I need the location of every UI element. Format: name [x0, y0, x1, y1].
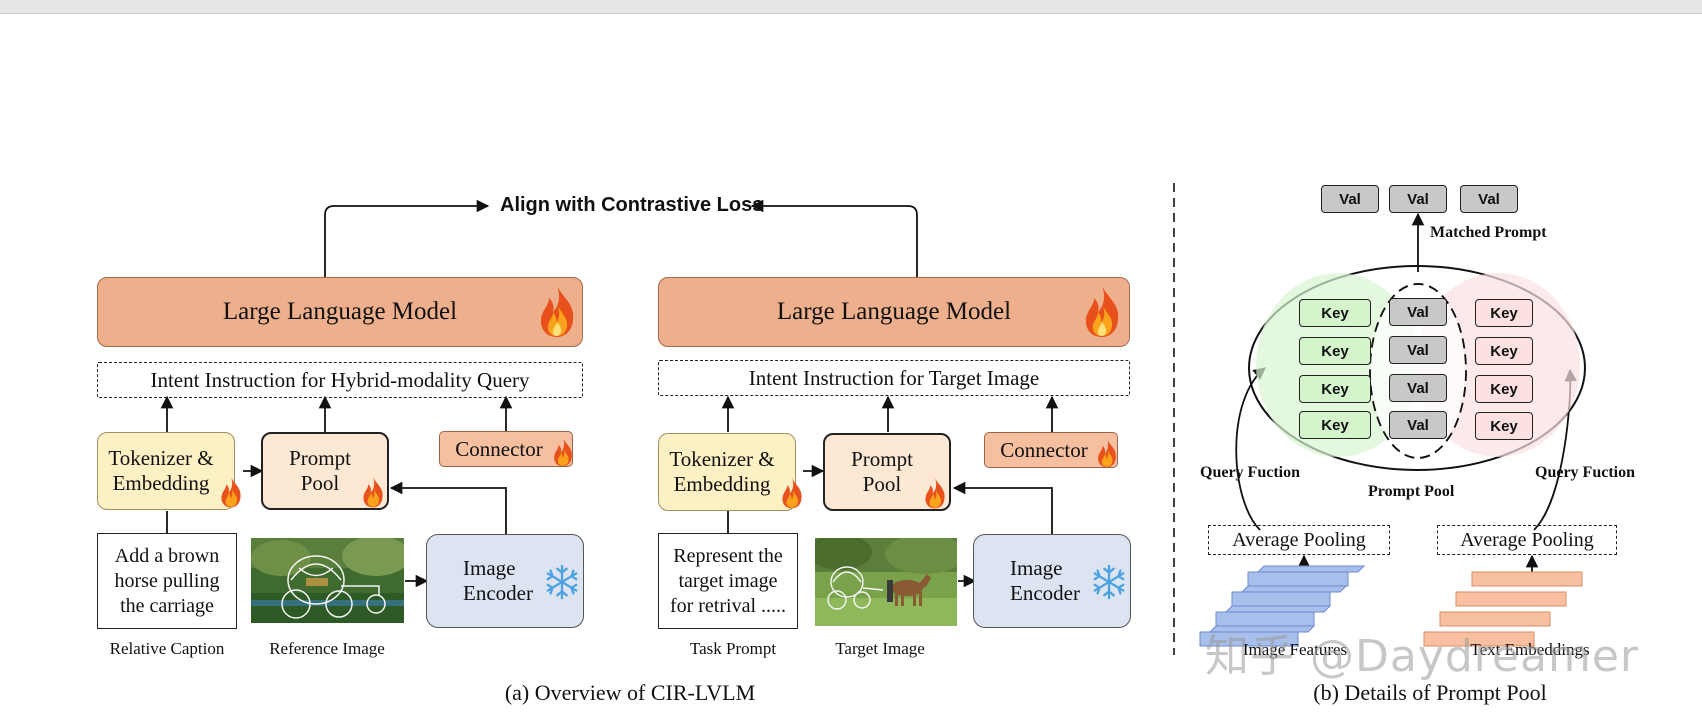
avg-pooling-right: Average Pooling: [1437, 525, 1617, 555]
left-llm-label: Large Language Model: [222, 298, 458, 325]
left-prompt-pool-block: Prompt Pool: [261, 432, 389, 510]
left-encoder-line2: Encoder: [463, 581, 533, 605]
left-intent-label: Intent Instruction for Hybrid-modality Q…: [150, 367, 530, 392]
key-red-2: Key: [1475, 337, 1533, 365]
fire-icon: [221, 477, 241, 508]
left-encoder-line1: Image: [463, 555, 516, 580]
text-embeddings-label: Text Embeddings: [1470, 640, 1590, 659]
window-top-strip: [0, 0, 1702, 14]
key-green-4: Key: [1299, 411, 1371, 439]
key-green-3: Key: [1299, 375, 1371, 403]
left-llm-block: Large Language Model: [97, 277, 583, 347]
right-tokenizer-block: Tokenizer & Embedding: [658, 433, 796, 511]
query-function-right: Query Fuction: [1535, 464, 1635, 481]
key-red-1: Key: [1475, 299, 1533, 327]
fire-icon: [554, 438, 572, 467]
left-caption-line3: the carriage: [120, 594, 214, 617]
target-image: [815, 538, 957, 626]
right-caption-line1: Represent the: [673, 544, 783, 567]
prompt-pool-label: Prompt Pool: [1368, 483, 1455, 500]
left-image-encoder-block: Image Encoder: [426, 534, 584, 628]
watermark: 知乎 @Daydreamer: [1205, 631, 1639, 682]
top-val-1: Val: [1321, 185, 1379, 213]
left-relative-caption-box: Add a brown horse pulling the carriage: [97, 533, 237, 629]
right-connector-block: Connector: [984, 432, 1118, 468]
right-connector-label: Connector: [1000, 437, 1088, 462]
right-caption-line3: for retrival .....: [669, 594, 787, 617]
avg-pooling-left-label: Average Pooling: [1232, 528, 1366, 551]
val-mid-4: Val: [1389, 411, 1447, 439]
left-tokenizer-line2: Embedding: [112, 471, 210, 495]
caption-b: (b) Details of Prompt Pool: [1313, 680, 1547, 705]
key-red-3: Key: [1475, 375, 1533, 403]
left-tokenizer-line1: Tokenizer &: [108, 445, 214, 470]
right-pool-line2: Pool: [862, 472, 902, 496]
target-image-label: Target Image: [835, 639, 925, 658]
left-pool-line2: Pool: [300, 471, 340, 495]
left-connector-block: Connector: [439, 431, 573, 467]
left-caption-line1: Add a brown: [114, 544, 220, 567]
key-green-1: Key: [1299, 299, 1371, 327]
right-pool-line1: Prompt: [851, 446, 913, 471]
val-mid-2: Val: [1389, 336, 1447, 364]
fire-icon: [540, 286, 574, 337]
caption-a: (a) Overview of CIR-LVLM: [504, 680, 756, 705]
snowflake-icon: [1093, 564, 1125, 600]
relative-caption-label: Relative Caption: [109, 639, 225, 658]
fire-icon: [1098, 439, 1116, 468]
right-intent-label: Intent Instruction for Target Image: [748, 365, 1040, 390]
right-encoder-line2: Encoder: [1010, 581, 1080, 605]
right-caption-line2: target image: [678, 569, 778, 592]
matched-prompt-label: Matched Prompt: [1430, 224, 1547, 241]
right-llm-block: Large Language Model: [658, 277, 1130, 347]
query-function-left: Query Fuction: [1200, 464, 1300, 481]
snowflake-icon: [546, 564, 578, 600]
right-image-encoder-block: Image Encoder: [973, 534, 1131, 628]
key-green-2: Key: [1299, 337, 1371, 365]
left-intent-instruction: Intent Instruction for Hybrid-modality Q…: [97, 362, 583, 398]
fire-icon: [363, 477, 383, 508]
right-intent-instruction: Intent Instruction for Target Image: [658, 360, 1130, 396]
right-tokenizer-line1: Tokenizer &: [669, 446, 775, 471]
val-mid-1: Val: [1389, 298, 1447, 326]
task-prompt-label: Task Prompt: [689, 639, 777, 658]
left-pool-line1: Prompt: [289, 445, 351, 470]
right-task-prompt-box: Represent the target image for retrival …: [658, 533, 798, 629]
right-llm-label: Large Language Model: [776, 298, 1012, 325]
key-red-4: Key: [1475, 412, 1533, 440]
left-connector-label: Connector: [455, 436, 543, 461]
align-loss-label: Align with Contrastive Loss: [500, 194, 764, 216]
val-mid-3: Val: [1389, 374, 1447, 402]
top-val-3: Val: [1460, 185, 1518, 213]
avg-pooling-left: Average Pooling: [1208, 525, 1390, 555]
left-tokenizer-block: Tokenizer & Embedding: [97, 432, 235, 510]
reference-image: [251, 538, 404, 623]
fire-icon: [1085, 286, 1119, 337]
right-prompt-pool-block: Prompt Pool: [823, 433, 951, 511]
right-tokenizer-line2: Embedding: [673, 472, 771, 496]
reference-image-label: Reference Image: [269, 639, 385, 658]
image-features-label: Image Features: [1242, 640, 1348, 659]
fire-icon: [925, 478, 945, 509]
fire-icon: [782, 478, 802, 509]
right-encoder-line1: Image: [1010, 555, 1063, 580]
top-val-2: Val: [1389, 185, 1447, 213]
avg-pooling-right-label: Average Pooling: [1460, 528, 1594, 551]
left-caption-line2: horse pulling: [114, 569, 220, 592]
